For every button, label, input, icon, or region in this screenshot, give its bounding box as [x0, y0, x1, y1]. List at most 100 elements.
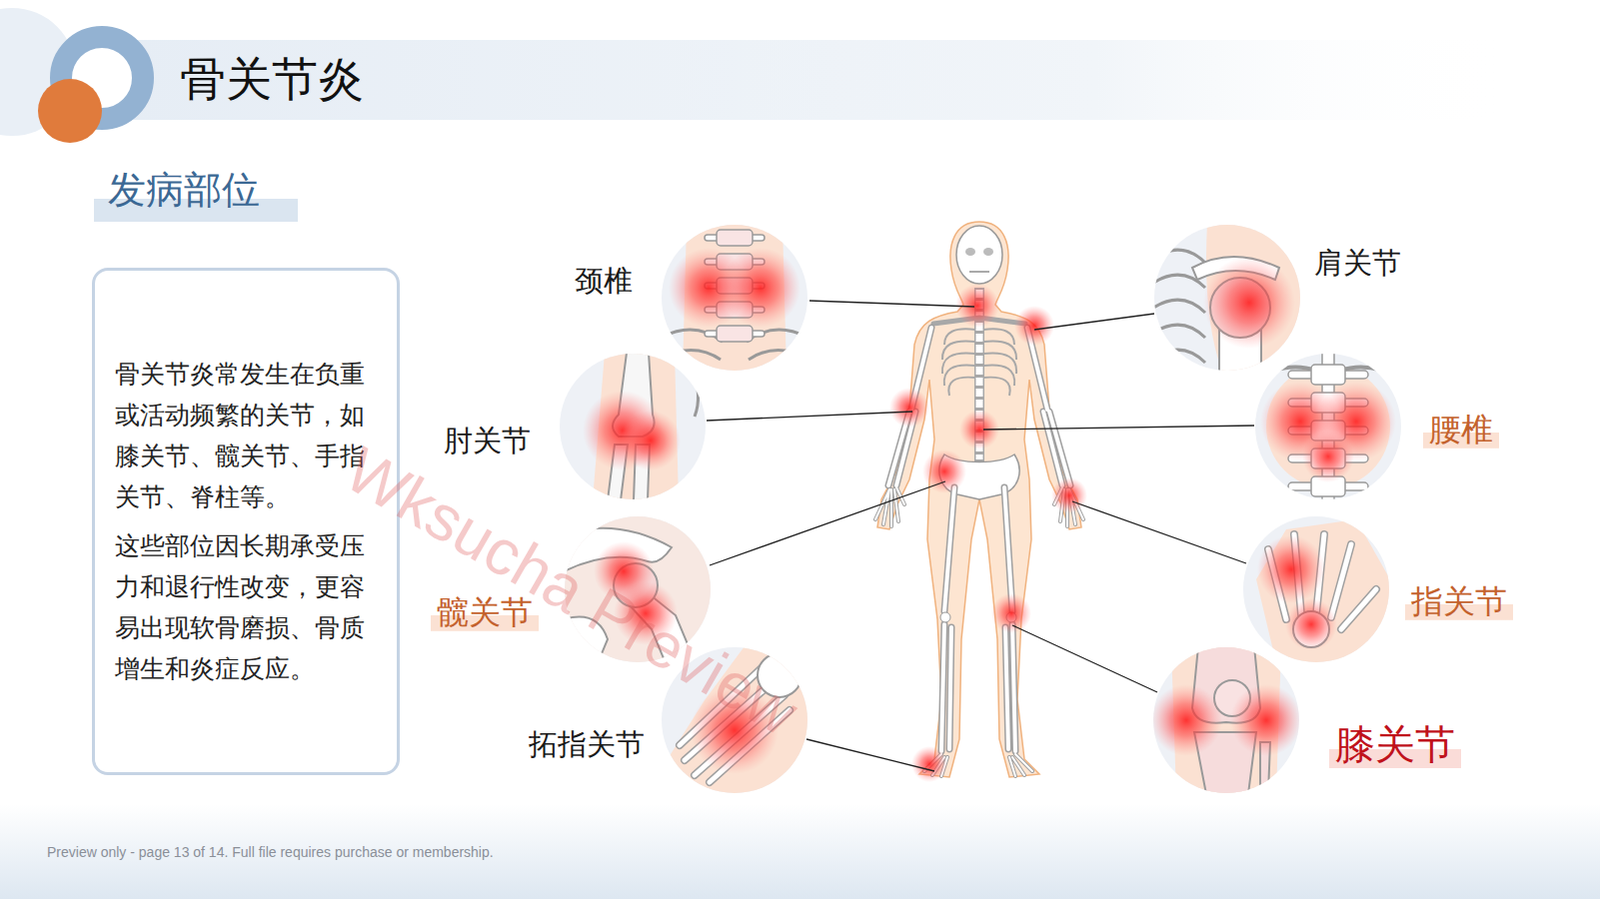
joint-picture: [1150, 646, 1303, 795]
inflammation-spot: [991, 593, 1032, 634]
leader-line: [809, 300, 975, 307]
bone-shape: [660, 646, 809, 795]
joint-picture: [1242, 515, 1391, 664]
circle-ground: [1254, 352, 1403, 501]
joint-illustration: [660, 223, 809, 372]
ribcage: [942, 328, 1017, 396]
inflammation-spot: [911, 746, 948, 783]
limb-bone: [888, 327, 1071, 752]
hand-foot-bone: [875, 487, 1084, 777]
joint-callout-circle: 指关节: [1242, 515, 1391, 664]
bone-shape: [716, 229, 753, 246]
bone-shape: [1331, 544, 1352, 618]
circle-ground: [1242, 515, 1391, 664]
slide-title: 骨关节炎: [179, 55, 364, 102]
bone-shape: [716, 325, 753, 342]
bone-shape: [1153, 349, 1206, 363]
joint-callout-circle: 肩关节: [1153, 223, 1302, 372]
skull-teeth: [969, 270, 990, 273]
bone-shape: [1341, 589, 1377, 630]
joint-callout-circle: 腰椎: [1254, 352, 1403, 501]
text-panel: 骨关节炎常发生在负重或活动频繁的关节，如膝关节、髋关节、手指关节、脊柱等。这些部…: [91, 267, 400, 776]
bone-shape: [1341, 589, 1377, 630]
joint-label: 肩关节: [1308, 245, 1408, 281]
bone-shape: [748, 349, 809, 360]
skull-eye: [965, 247, 976, 256]
bone-shape: [563, 515, 712, 664]
joint-label: 肘关节: [437, 423, 537, 459]
limb-bones-fill: [875, 327, 1084, 777]
joint-illustration: [563, 515, 712, 664]
joint-illustration: [558, 352, 707, 501]
bone-shape: [563, 617, 608, 665]
inflammation-glow: [1203, 256, 1296, 349]
bone-shape: [1331, 544, 1352, 618]
joint-picture: [558, 352, 707, 501]
inflammation-glow: [1230, 684, 1303, 757]
joint-label: 髋关节: [430, 593, 539, 632]
joint-illustration: [1242, 515, 1391, 664]
joint-picture: [1254, 352, 1403, 501]
leader-line: [1034, 313, 1155, 330]
joint-picture: [660, 646, 809, 795]
body-figure: [875, 221, 1088, 783]
joint-illustration: [660, 646, 809, 795]
joint-picture: [660, 223, 809, 372]
bone-shape: [1256, 519, 1391, 664]
limb-bones-outline: [875, 327, 1084, 777]
joint-callout-circle: 膝关节: [1152, 646, 1301, 795]
decor-dot: [37, 78, 102, 143]
body-silhouette: [877, 221, 1082, 778]
joint-picture: [1153, 223, 1302, 378]
leader-line: [706, 411, 913, 421]
limb-bone: [888, 327, 1071, 752]
rib: [983, 364, 1015, 386]
joint-illustration: [1153, 223, 1302, 372]
bone-shape: [692, 366, 699, 417]
inflammation-spots: [889, 283, 1088, 783]
rib: [983, 340, 1017, 360]
circle-ground: [660, 223, 809, 372]
joint-label: 腰椎: [1423, 410, 1500, 449]
joint-label: 膝关节: [1329, 720, 1462, 769]
inflammation-spot: [1014, 305, 1055, 346]
bone-shape: [1153, 324, 1206, 338]
bone-shape: [1311, 364, 1346, 385]
inflammation-glow: [720, 247, 801, 328]
rib: [948, 377, 976, 396]
bone-shape: [660, 349, 721, 360]
joint-label: 拓指关节: [522, 727, 651, 763]
leader-line: [709, 481, 946, 566]
inflammation-glow: [1285, 598, 1338, 651]
skull: [956, 225, 1003, 284]
joint-callout-circle: 肘关节: [558, 352, 707, 501]
rib: [983, 377, 1011, 396]
inflammation-glow: [613, 581, 678, 646]
inflammation-glow: [1257, 535, 1326, 604]
joint-callout-circle: 拓指关节: [660, 646, 809, 795]
body-paragraph: 这些部位因长期承受压力和退行性改变，更容易出现软骨磨损、骨质增生和炎症反应。: [114, 525, 377, 690]
leader-line: [1012, 625, 1158, 693]
bone-shape: [757, 653, 802, 698]
rib: [942, 340, 976, 360]
hand-foot-bone: [875, 487, 1084, 777]
joint-label: 颈椎: [568, 263, 639, 299]
leader-line: [983, 425, 1255, 430]
circle-ground: [660, 646, 809, 795]
section-heading: 发病部位: [107, 169, 260, 212]
footer-note: Preview only - page 13 of 14. Full file …: [46, 844, 494, 861]
bone-shape: [1153, 299, 1206, 313]
leader-line: [1072, 501, 1247, 564]
bone-shape: [1153, 249, 1206, 263]
inflammation-spot: [889, 387, 930, 428]
inflammation-spot: [1051, 477, 1088, 514]
joint-label: 指关节: [1405, 582, 1514, 621]
joint-callout-circle: 髋关节: [563, 515, 712, 664]
joint-callout-circle: 颈椎: [660, 223, 809, 372]
body-paragraph: 骨关节炎常发生在负重或活动频繁的关节，如膝关节、髋关节、手指关节、脊柱等。: [114, 353, 377, 518]
title-band: [129, 39, 1510, 120]
kneecap: [940, 612, 951, 623]
joint-illustration: [1254, 352, 1403, 501]
skull-eye: [983, 247, 994, 256]
